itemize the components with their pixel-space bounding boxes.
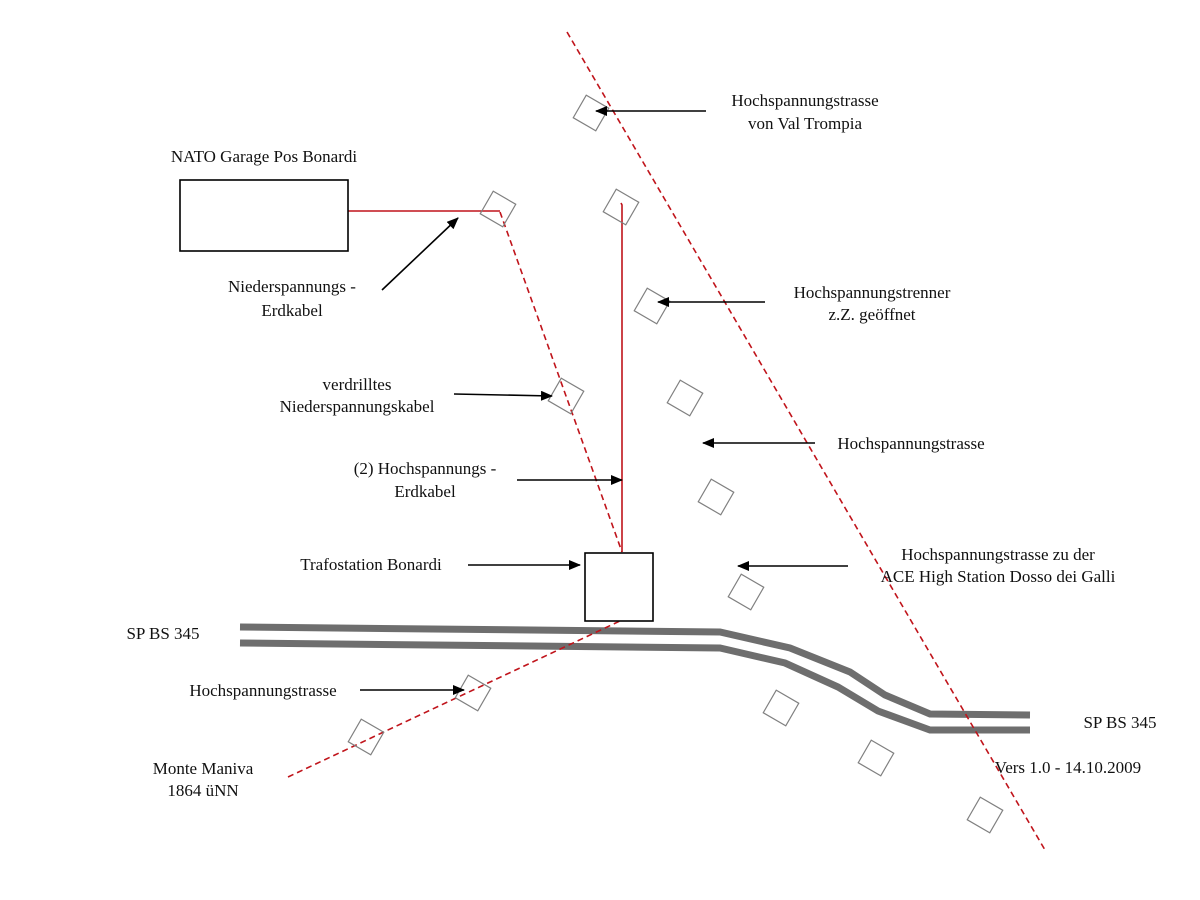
road-sp-bs-345 — [239, 623, 1031, 734]
pylon-square-icon — [666, 379, 704, 417]
pylon-square-icon — [479, 190, 517, 228]
arrow-icon — [381, 217, 459, 291]
transformer-station-box — [584, 552, 654, 622]
hv-route-trompia-label-line1: Hochspannungstrasse — [731, 91, 878, 110]
pylon-square-icon — [857, 739, 895, 777]
hv-ground-cable-line — [620, 202, 623, 552]
arrow-icon — [453, 390, 553, 401]
pylon-square-icon — [547, 377, 585, 415]
road-edge-lower — [239, 639, 1030, 734]
twisted-cable-label-line2: Niederspannungskabel — [280, 397, 435, 416]
road-edge-upper — [239, 623, 1031, 719]
pylon-square-icon — [727, 573, 765, 611]
arrows — [360, 106, 848, 695]
pylon-square-icon — [454, 674, 492, 712]
pylon-square-icon — [347, 718, 385, 756]
nato-garage-box — [179, 179, 349, 252]
hv-disconnector-label-line1: Hochspannungstrenner — [794, 283, 951, 302]
pylons — [347, 94, 1004, 834]
lv-twisted-cable-line — [499, 211, 623, 553]
pylon-square-icon — [697, 478, 735, 516]
hv-route-mid-label: Hochspannungstrasse — [837, 434, 984, 453]
hv-disconnector-label-line2: z.Z. geöffnet — [828, 305, 915, 324]
transformer-label: Trafostation Bonardi — [300, 555, 442, 574]
nato-garage-label: NATO Garage Pos Bonardi — [171, 147, 357, 166]
pylon-square-icon — [633, 287, 671, 325]
pylon-square-icon — [572, 94, 610, 132]
pylon-square-icon — [966, 796, 1004, 834]
power-lines — [287, 31, 1046, 851]
hv-route-ace-label-line2: ACE High Station Dosso dei Galli — [881, 567, 1116, 586]
monte-maniva-label-line2: 1864 üNN — [167, 781, 238, 800]
ls-ground-cable-label-line1: Niederspannungs - — [228, 277, 356, 296]
road-left-label: SP BS 345 — [126, 624, 199, 643]
version-label: Vers 1.0 - 14.10.2009 — [995, 758, 1141, 777]
hv-ground-cable-label-line1: (2) Hochspannungs - — [354, 459, 497, 478]
ls-ground-cable-label-line2: Erdkabel — [261, 301, 323, 320]
monte-maniva-label-line1: Monte Maniva — [153, 759, 254, 778]
road-right-label: SP BS 345 — [1083, 713, 1156, 732]
hv-line-val-trompia — [566, 31, 1046, 851]
hv-route-left-label: Hochspannungstrasse — [189, 681, 336, 700]
twisted-cable-label-line1: verdrilltes — [323, 375, 392, 394]
pylon-square-icon — [602, 188, 640, 226]
pylon-square-icon — [762, 689, 800, 727]
hv-route-ace-label-line1: Hochspannungstrasse zu der — [901, 545, 1095, 564]
hv-route-trompia-label-line2: von Val Trompia — [748, 114, 862, 133]
hv-line-monte-maniva — [287, 619, 623, 778]
hv-ground-cable-label-line2: Erdkabel — [394, 482, 456, 501]
